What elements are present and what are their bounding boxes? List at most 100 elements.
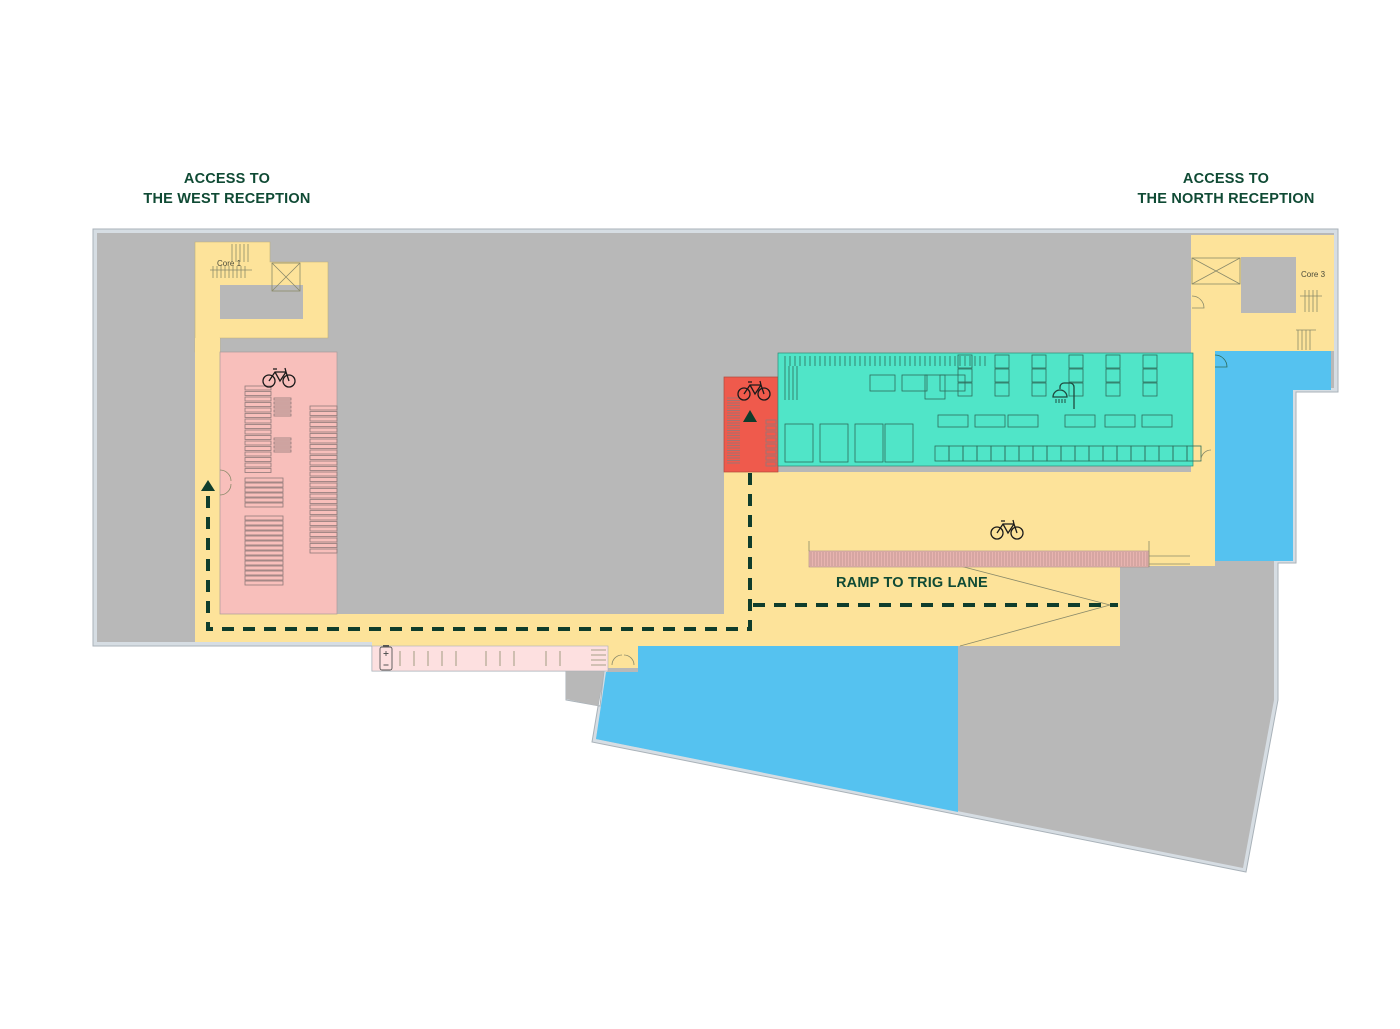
rack-slot [244,560,284,566]
charging-bay [371,645,635,672]
cubicle [1105,368,1121,383]
rack-slot [309,471,338,477]
door [1214,354,1228,368]
bike-store-west [219,351,338,615]
battery-charging-icon [379,645,393,671]
rack-slot [765,419,777,425]
cubicle [1064,414,1096,428]
rack-slot [765,431,777,437]
rack-slot [244,385,272,391]
cubicle [1104,414,1136,428]
rack-slot [244,424,272,429]
changing-facilities [777,352,1202,467]
plant-area-east [1215,351,1331,561]
rack-slot [244,492,284,498]
rack-slot [244,396,272,402]
rack-slot [309,427,338,433]
rack-slot [309,543,338,548]
rack-slot [309,521,338,526]
bike-racks [244,385,338,586]
rack-slot [309,493,338,499]
rack-slot [244,555,284,561]
core-3-label: Core 3 [1301,270,1326,279]
cubicle [1142,368,1158,383]
lockers-and-cubicles [784,354,1202,463]
rack-slot [309,466,338,471]
rack-slot [244,477,284,483]
shower-icon [1052,382,1075,409]
rack-slot [273,413,292,417]
rack-slot [765,443,777,449]
locker-pair [924,374,946,400]
rack-slot [244,440,272,446]
bike-frame [268,367,290,383]
rack-slot [765,461,777,467]
door [1200,449,1212,461]
ramp-bike-rack [808,541,1190,568]
rack-slot [244,575,284,581]
cubicle [1068,382,1084,397]
rack-slot [309,510,338,515]
west-reception-callout: ACCESS TO THE WEST RECEPTION [127,169,327,209]
bike-frame [743,380,765,396]
rack-slot [244,446,272,451]
cubicle [1007,414,1039,428]
rack-slot [244,482,284,488]
rack-slot [309,515,338,521]
rack-slot [309,449,338,455]
rack-slot [244,545,284,551]
rack-slot [765,449,777,455]
cubicle [937,414,969,428]
rack-slot [309,526,338,532]
lift-shaft [1191,257,1241,285]
rack-slot [309,460,338,466]
bike-wheel [262,374,276,388]
rack-slot [273,409,292,413]
rack-slot [765,425,777,431]
cubicle [1141,414,1173,428]
rack-slot [273,445,292,449]
rack-slot [273,437,292,441]
rack-slot [244,550,284,556]
rack-slot [765,455,777,461]
rack-slot [309,422,338,427]
rack-slot [273,441,292,445]
rack-slot [244,520,284,526]
bike-wheel [1010,526,1024,540]
lift-shaft [271,262,301,292]
rack-slot [309,416,338,422]
rack-slot [244,570,284,576]
rack-slot [244,535,284,541]
rack-slot [244,435,272,440]
cubicle [994,354,1010,369]
rack-slot [244,525,284,531]
cubicle [1105,382,1121,397]
cubicle [1186,445,1202,462]
bike-wheel [282,374,296,388]
rack-slot [244,497,284,503]
rack-slot [244,391,272,396]
core-3: Core 3 [1191,257,1326,350]
bike-wheel [990,526,1004,540]
cubicle [994,382,1010,397]
cubicle [957,382,973,397]
rack-slot [273,449,292,453]
rack-slot [244,565,284,571]
rack-slot [244,418,272,424]
cubicle [1068,368,1084,383]
small-unused-area [566,671,604,706]
rack-slot [309,444,338,449]
rack-slot [309,411,338,416]
bike-wheel [757,387,771,401]
cubicle [957,368,973,383]
cubicle [1142,382,1158,397]
cubicle [1142,354,1158,369]
bike-wheel [737,387,751,401]
wc-block [884,423,914,463]
rack-slot [244,540,284,546]
cubicle [1105,354,1121,369]
cubicle [1031,368,1047,383]
rack-slot [273,405,292,409]
bike-frame [996,519,1018,535]
